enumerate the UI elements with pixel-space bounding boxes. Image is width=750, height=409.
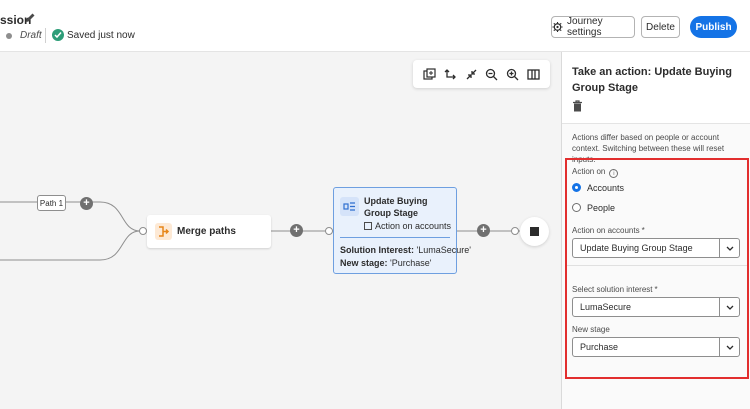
- collapse-icon[interactable]: [464, 67, 478, 81]
- copy-icon[interactable]: [422, 67, 436, 81]
- draft-status: Draft: [20, 30, 42, 41]
- action-on-accounts-value: Update Buying Group Stage: [580, 243, 693, 253]
- radio-accounts[interactable]: [572, 183, 581, 192]
- chevron-down-icon[interactable]: [719, 239, 739, 257]
- top-bar: ssion Draft Saved just now Journey setti…: [0, 0, 750, 52]
- end-input-connector: [511, 227, 519, 235]
- delete-button[interactable]: Delete: [641, 16, 680, 38]
- merge-paths-icon: [155, 223, 172, 240]
- canvas-toolbar: [413, 60, 550, 88]
- new-stage-select[interactable]: Purchase: [572, 337, 740, 357]
- highlight-box: [565, 158, 749, 379]
- info-icon[interactable]: i: [609, 169, 619, 178]
- new-stage-summary: New stage: 'Purchase': [340, 258, 432, 268]
- minimap-icon[interactable]: [527, 67, 541, 81]
- journey-title: ssion: [0, 13, 32, 27]
- radio-people[interactable]: [572, 203, 581, 212]
- merge-input-connector: [139, 227, 147, 235]
- path-1-label[interactable]: Path 1: [37, 195, 66, 211]
- chevron-down-icon[interactable]: [719, 338, 739, 356]
- panel-title: Take an action: Update Buying Group Stag…: [572, 66, 732, 94]
- radio-accounts-label[interactable]: Accounts: [587, 183, 625, 193]
- solution-interest-select[interactable]: LumaSecure: [572, 297, 740, 317]
- reorganize-icon[interactable]: [443, 67, 457, 81]
- panel-divider: [567, 265, 747, 266]
- header-divider: [45, 28, 46, 43]
- zoom-in-icon[interactable]: [506, 67, 520, 81]
- zoom-out-icon[interactable]: [485, 67, 499, 81]
- solution-interest-value: LumaSecure: [580, 302, 632, 312]
- add-node-button[interactable]: +: [80, 197, 93, 210]
- journey-settings-button[interactable]: Journey settings: [551, 16, 635, 38]
- action-properties-panel: Take an action: Update Buying Group Stag…: [561, 52, 750, 409]
- publish-button[interactable]: Publish: [690, 16, 737, 38]
- panel-header: Take an action: Update Buying Group Stag…: [562, 52, 750, 124]
- add-node-button[interactable]: +: [290, 224, 303, 237]
- saved-check-icon: [52, 29, 64, 41]
- add-node-button[interactable]: +: [477, 224, 490, 237]
- new-stage-value: Purchase: [580, 342, 619, 352]
- action-input-connector: [325, 227, 333, 235]
- end-node[interactable]: [520, 217, 549, 246]
- update-buying-group-stage-node[interactable]: Update Buying Group Stage Action on acco…: [333, 187, 471, 274]
- action-node-divider: [340, 237, 450, 238]
- stop-icon: [530, 227, 539, 236]
- action-on-accounts-label: Action on accounts*: [572, 226, 645, 235]
- buying-group-action-icon: [340, 197, 359, 216]
- action-node-title: Update Buying Group Stage: [364, 196, 428, 218]
- gear-icon: [552, 21, 563, 33]
- solution-interest-label: Select solution interest*: [572, 285, 658, 294]
- saved-status: Saved just now: [67, 30, 135, 41]
- merge-paths-label: Merge paths: [177, 226, 236, 237]
- radio-people-label[interactable]: People: [587, 203, 616, 213]
- chevron-down-icon[interactable]: [719, 298, 739, 316]
- solution-interest-summary: Solution Interest: 'LumaSecure': [340, 245, 471, 255]
- edit-pencil-icon[interactable]: [24, 12, 36, 24]
- merge-paths-node[interactable]: Merge paths: [147, 215, 271, 248]
- status-dot-icon: [6, 33, 12, 39]
- new-stage-label: New stage: [572, 325, 610, 334]
- journey-canvas[interactable]: Path 1 + Merge paths + Update Buying Gro…: [0, 52, 561, 409]
- action-on-accounts-select[interactable]: Update Buying Group Stage: [572, 238, 740, 258]
- action-node-subtitle: Action on accounts: [364, 221, 451, 231]
- trash-icon[interactable]: [572, 100, 583, 112]
- journey-settings-label: Journey settings: [567, 16, 603, 38]
- building-icon: [364, 222, 372, 230]
